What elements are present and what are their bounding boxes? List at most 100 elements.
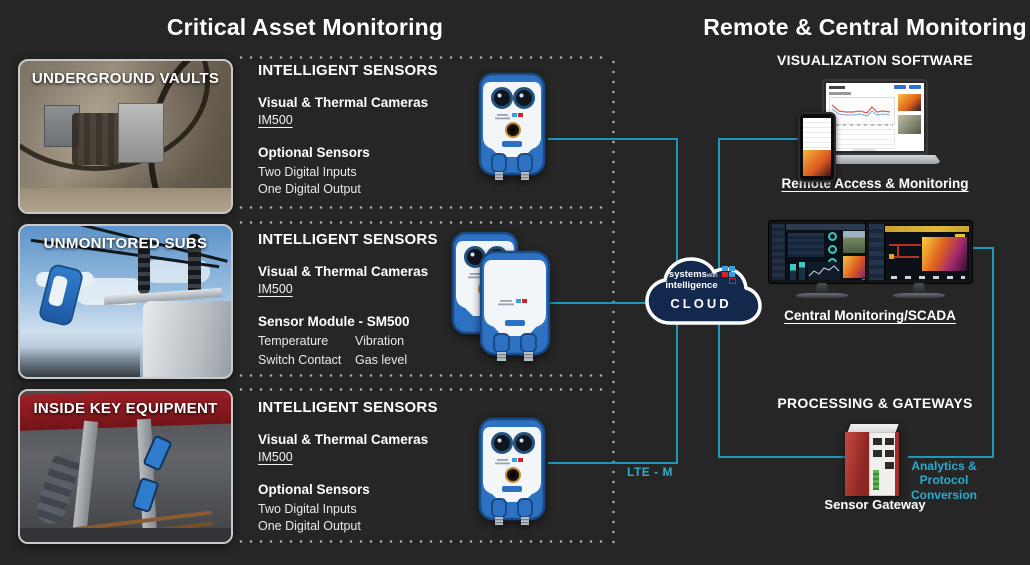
model-link[interactable]: IM500 — [258, 113, 293, 127]
cloud-icon — [645, 257, 762, 325]
ethernet-port — [873, 438, 882, 445]
data-table — [788, 233, 824, 257]
dashboard-subtitle — [829, 92, 851, 95]
ethernet-port — [885, 462, 894, 469]
connector-sensor2-to-cloud — [550, 302, 648, 304]
connector-monitor-stub — [966, 247, 994, 249]
option-item: Two Digital Inputs — [258, 165, 357, 179]
option-heading: Sensor Module - SM500 — [258, 314, 410, 329]
model-link[interactable]: IM500 — [258, 450, 293, 464]
sensor-gateway-illustration — [845, 424, 911, 502]
processing-gateways-title: PROCESSING & GATEWAYS — [777, 395, 973, 411]
photo-art — [118, 103, 164, 163]
scada-monitor-right — [865, 220, 973, 298]
phone-thermal-image — [803, 149, 831, 176]
section-heading: INTELLIGENT SENSORS — [258, 231, 438, 248]
option-item: Temperature — [258, 334, 329, 348]
sidebar-panel — [869, 224, 885, 280]
option-item: Gas level — [355, 353, 408, 367]
gateway-edge — [895, 432, 899, 496]
brand-word-intelligence: intelligence — [665, 280, 718, 291]
sensor-gateway-label: Sensor Gateway — [824, 497, 926, 512]
option-item: Vibration — [355, 334, 405, 348]
phone-list-rows — [803, 118, 831, 150]
brand-word-with: with — [706, 273, 718, 279]
one-line-diagram — [897, 244, 899, 258]
right-column-title: Remote & Central Monitoring — [703, 14, 1027, 40]
alarm-banner — [885, 226, 969, 232]
photo-thumbnail — [898, 115, 921, 134]
monitor-stand — [815, 283, 829, 294]
pagination-bar — [852, 149, 876, 151]
dashboard-title-bar — [829, 86, 845, 89]
photo-art — [138, 240, 150, 294]
level-bar — [799, 262, 805, 280]
section-unmonitored-subs-text: INTELLIGENT SENSORS Visual & Thermal Cam… — [258, 231, 473, 369]
one-line-diagram — [889, 256, 919, 258]
dashboard-button — [894, 85, 906, 89]
camera-line: Visual & Thermal Cameras — [258, 95, 429, 110]
section-inside-key-equipment-text: INTELLIGENT SENSORS Visual & Thermal Cam… — [258, 399, 473, 535]
left-column-title: Critical Asset Monitoring — [166, 14, 444, 40]
dotted-separator — [236, 388, 608, 391]
monitor-base — [796, 293, 848, 298]
value-labels-row — [891, 276, 965, 279]
si-cloud: systemswith intelligence CLOUD — [640, 249, 762, 335]
visualization-software-title: VISUALIZATION SOFTWARE — [776, 52, 974, 68]
connector-monitor-vertical — [992, 247, 994, 458]
analytics-protocol-label: Analytics & Protocol Conversion — [910, 459, 977, 502]
gauge-icon — [828, 245, 837, 254]
chart-axis — [829, 124, 893, 126]
brand-square — [721, 266, 728, 271]
brand-word-systems: systems — [668, 269, 707, 280]
sensor-option-grid: Temperature Vibration Switch Contact Gas… — [258, 333, 473, 369]
monitor-screen — [768, 220, 876, 284]
monitor-screen — [865, 220, 973, 284]
option-item: Switch Contact — [258, 353, 342, 367]
thermal-thumbnail — [843, 256, 872, 278]
dashboard-button — [909, 85, 921, 89]
dotted-separator — [236, 540, 608, 543]
brand-square — [728, 272, 735, 277]
brand-squares-icon — [721, 266, 737, 284]
phone-screen — [803, 118, 831, 176]
ethernet-port — [885, 438, 894, 445]
option-heading: Optional Sensors — [258, 145, 370, 160]
title-bar — [786, 224, 872, 230]
video-thumbnail — [843, 231, 872, 253]
dotted-separator — [236, 56, 608, 59]
brand-text: systemswith intelligence — [665, 270, 717, 291]
thermal-image — [922, 237, 967, 271]
dotted-separator — [236, 374, 608, 377]
one-line-diagram — [889, 244, 921, 246]
si-brand-logo: systemswith intelligence — [640, 266, 762, 291]
monitor-stand — [912, 283, 926, 294]
model-link[interactable]: IM500 — [258, 282, 293, 296]
laptop-illustration — [808, 79, 942, 171]
ethernet-port — [873, 450, 882, 457]
status-badge — [955, 234, 965, 238]
lte-m-label: LTE - M — [627, 465, 673, 479]
photo-art — [20, 528, 231, 542]
laptop-base — [808, 155, 942, 164]
photo-label: INSIDE KEY EQUIPMENT — [33, 400, 218, 417]
option-item: Two Digital Inputs — [258, 502, 357, 516]
photo-art — [188, 234, 201, 296]
option-item: One Digital Output — [258, 182, 361, 196]
connector-lte-m — [548, 462, 678, 464]
gateway-side — [845, 432, 869, 496]
photo-label: UNMONITORED SUBS — [43, 235, 208, 252]
option-heading: Optional Sensors — [258, 482, 370, 497]
section-underground-vaults-text: INTELLIGENT SENSORS Visual & Thermal Cam… — [258, 62, 473, 198]
camera-line: Visual & Thermal Cameras — [258, 432, 429, 447]
photo-label: UNDERGROUND VAULTS — [31, 70, 220, 87]
cloud-label: CLOUD — [670, 296, 732, 311]
photo-unmonitored-subs: UNMONITORED SUBS — [18, 224, 233, 379]
connector-to-gateway-left — [718, 456, 846, 458]
camera-line: Visual & Thermal Cameras — [258, 264, 429, 279]
section-heading: INTELLIGENT SENSORS — [258, 62, 438, 79]
connector-to-gateway-right — [908, 456, 994, 458]
historical-data-chart — [829, 97, 895, 125]
central-monitoring-link[interactable]: Central Monitoring/SCADA — [784, 308, 956, 323]
